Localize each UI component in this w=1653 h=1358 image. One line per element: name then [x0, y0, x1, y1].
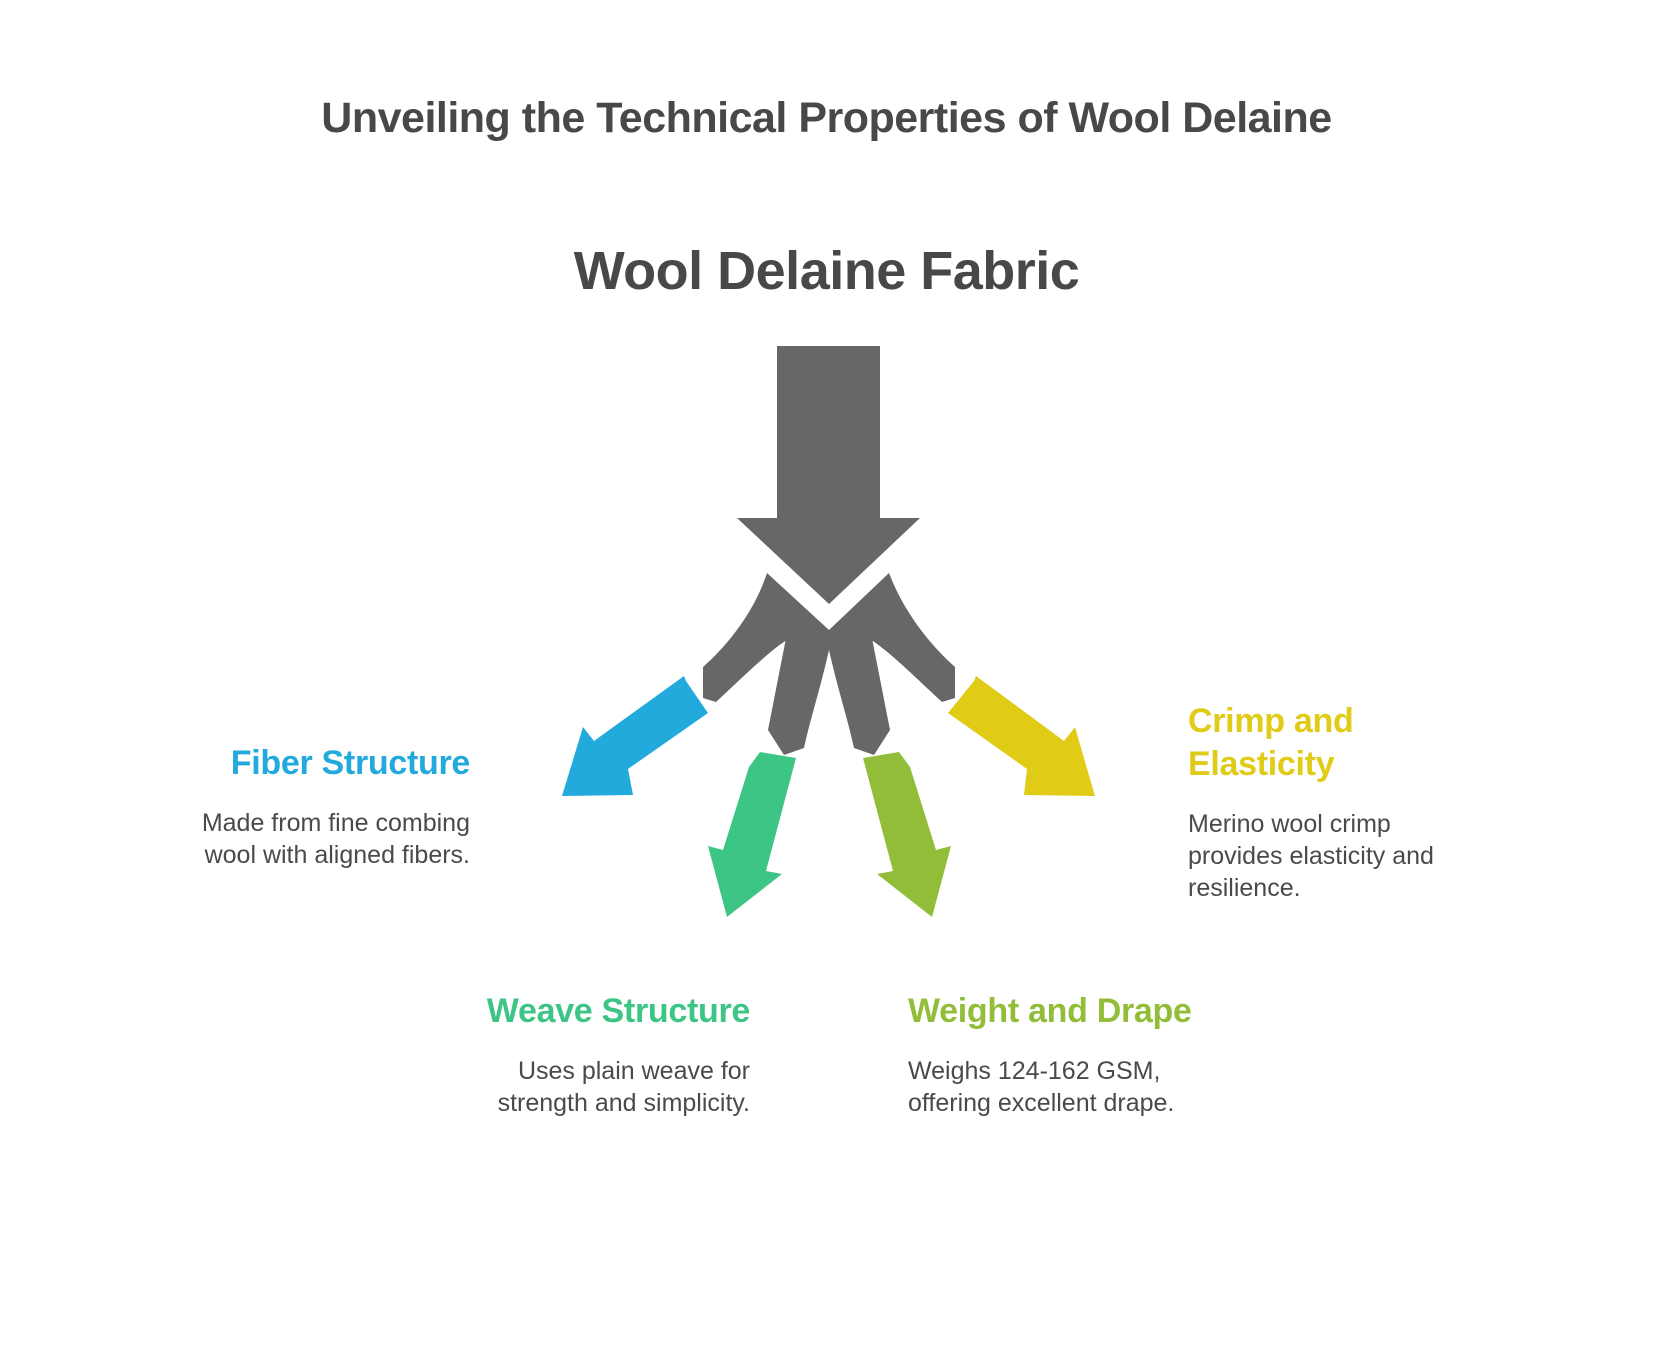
branch-heading: Weight and Drape	[908, 992, 1192, 1030]
central-down-arrow-icon	[737, 346, 920, 604]
branch-fiber-structure: Fiber Structure Made from fine combing w…	[150, 742, 470, 871]
arrow-weave-structure-icon	[708, 752, 796, 917]
branch-heading: Crimp and Elasticity	[1188, 702, 1354, 783]
arrow-crimp-elasticity-icon	[948, 676, 1095, 796]
branch-description: Weighs 124-162 GSM, offering excellent d…	[908, 1057, 1175, 1117]
diagram-title: Unveiling the Technical Properties of Wo…	[321, 94, 1332, 142]
arrow-weight-drape-icon	[863, 752, 951, 917]
splitting-branches-icon	[703, 573, 955, 755]
arrow-fiber-structure-icon	[562, 676, 708, 796]
branch-heading: Weave Structure	[486, 992, 751, 1030]
branch-heading: Fiber Structure	[230, 744, 471, 782]
branch-weight-drape: Weight and Drape Weighs 124-162 GSM, off…	[908, 990, 1208, 1119]
center-label: Wool Delaine Fabric	[573, 241, 1080, 301]
branch-description: Merino wool crimp provides elasticity an…	[1188, 810, 1434, 902]
branch-description: Uses plain weave for strength and simpli…	[497, 1057, 750, 1117]
branch-crimp-elasticity: Crimp and Elasticity Merino wool crimp p…	[1188, 700, 1468, 904]
branch-weave-structure: Weave Structure Uses plain weave for str…	[450, 990, 751, 1119]
branch-description: Made from fine combing wool with aligned…	[201, 809, 470, 869]
